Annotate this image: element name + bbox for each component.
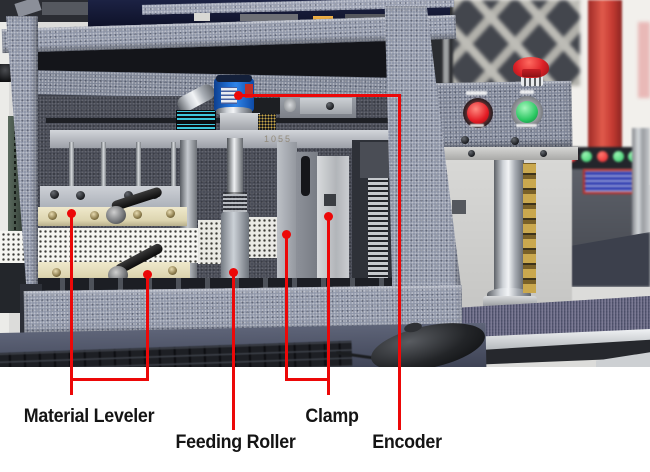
gold-threaded-rod — [523, 163, 536, 293]
leveler-screw — [50, 190, 59, 199]
mechanism-cylinder — [284, 98, 296, 112]
encoder-label-white — [221, 87, 237, 104]
panel-screw — [511, 137, 519, 145]
grille-edge-highlight — [443, 14, 449, 84]
annotation-line — [285, 378, 330, 381]
label-clamp: Clamp — [305, 406, 359, 427]
cream-bar-screw — [52, 268, 61, 277]
material-strip — [37, 228, 202, 263]
annotation-dot-material-leveler-1 — [67, 209, 76, 218]
mid-panel-tab — [452, 200, 466, 214]
red-pillar — [588, 0, 622, 158]
cream-bar-screw — [90, 211, 99, 220]
gap-item-gray — [240, 14, 298, 21]
mechanism-screw — [326, 102, 334, 110]
encoder-label-red — [245, 84, 253, 98]
panel-screw — [461, 136, 469, 144]
clamp-plate — [277, 142, 297, 292]
pink-smear — [638, 22, 650, 98]
annotation-line — [232, 272, 235, 430]
annotation-dot-material-leveler-2 — [143, 270, 152, 279]
encoder-silver-block — [220, 113, 260, 134]
cabinet-interior: 1055 — [36, 38, 392, 292]
control-panel-box — [431, 80, 573, 150]
machine-photo: 1055 — [0, 0, 650, 367]
annotation-dot-feeding-roller — [229, 268, 238, 277]
bg-blue-sticker — [583, 169, 635, 194]
annotation-dot-clamp-2 — [324, 212, 333, 221]
estop-button-stem — [522, 69, 541, 77]
left-green-band-dotline — [14, 122, 16, 260]
encoder-flange — [216, 107, 252, 116]
heatsink-block-1 — [176, 110, 216, 123]
encoder-cap — [216, 75, 252, 82]
annotation-line — [398, 94, 401, 430]
rail-bar — [50, 130, 392, 148]
support-column — [494, 156, 524, 300]
support-rod — [136, 142, 141, 192]
panel-label-mark — [516, 124, 537, 127]
left-bg-metal-piece2 — [42, 2, 88, 15]
lever-pivot-top — [106, 206, 126, 224]
panel-label-mark — [520, 90, 534, 94]
annotation-dot-encoder — [234, 91, 243, 100]
annotation-dot-clamp-1 — [282, 230, 291, 239]
bg-button-green-1 — [581, 151, 592, 162]
rail-marking: 1055 — [264, 134, 293, 144]
support-rod — [101, 142, 106, 192]
roller-knurl — [223, 192, 247, 214]
clamp-column — [317, 156, 349, 292]
green-button[interactable] — [516, 101, 538, 123]
plate-slot — [301, 156, 310, 196]
annotation-line — [146, 273, 149, 381]
bg-button-red-2 — [597, 151, 608, 162]
mount-screw — [468, 150, 475, 157]
threaded-rod — [368, 176, 388, 292]
indicator-lamp-red — [467, 102, 489, 124]
cream-bar-screw — [166, 209, 175, 218]
material-strip-right — [246, 217, 279, 258]
panel-label-mark — [466, 91, 487, 95]
left-bg-strip — [0, 0, 9, 336]
label-material-leveler: Material Leveler — [23, 406, 155, 427]
support-rod — [69, 142, 74, 192]
cream-bar-screw — [48, 211, 57, 220]
annotation-line — [285, 234, 288, 381]
panel-label-mark — [470, 124, 484, 127]
label-feeding-roller: Feeding Roller — [175, 432, 296, 453]
cream-bar-screw — [133, 210, 142, 219]
bg-button-green-2 — [613, 151, 624, 162]
mount-screw — [540, 150, 547, 157]
rail-shadow-line — [46, 118, 390, 123]
rod-top-block — [360, 142, 390, 178]
panel-mount-plate — [438, 147, 578, 160]
clamp-column-notch — [324, 194, 336, 206]
annotation-line — [327, 216, 330, 395]
lattice-grille-panel — [450, 0, 580, 86]
support-rod — [171, 142, 176, 192]
leveler-screw — [76, 191, 85, 200]
gap-item-white — [194, 13, 210, 21]
cream-bar-screw — [168, 266, 177, 275]
label-encoder: Encoder — [372, 432, 442, 453]
annotation-line — [237, 94, 401, 97]
annotation-line — [70, 213, 73, 395]
annotation-line — [70, 378, 149, 381]
roller-shaft — [227, 138, 243, 194]
connector-rows — [258, 114, 276, 134]
material-strip-outside — [0, 231, 27, 263]
